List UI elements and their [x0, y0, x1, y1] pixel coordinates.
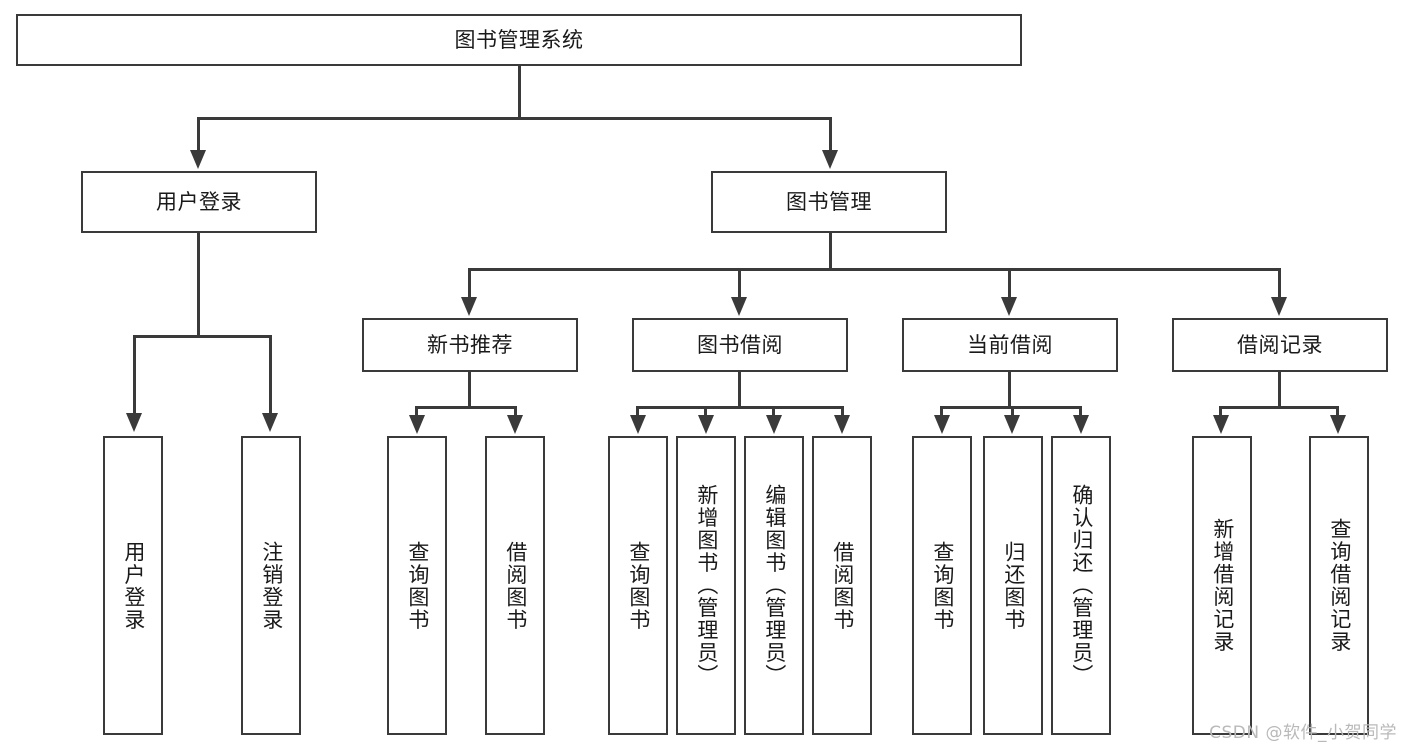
node-current-borrowing[interactable]: 当前借阅: [902, 318, 1118, 372]
node-leaf-borrow-book-rec[interactable]: 借阅图书: [485, 436, 545, 735]
arrow-down-icon: [190, 150, 206, 169]
edge-to-user-login-leaf: [133, 335, 136, 416]
edge-borrowing-records-bus: [1219, 406, 1339, 409]
edge-book-mgmt-stem: [829, 233, 832, 268]
edge-to-query-book-1: [415, 406, 418, 418]
edge-new-book-rec-bus: [415, 406, 517, 409]
edge-current-borrowing-stem: [1008, 372, 1011, 406]
arrow-down-icon: [126, 413, 142, 432]
arrow-down-icon: [822, 150, 838, 169]
node-leaf-query-borrow-record[interactable]: 查询借阅记录: [1309, 436, 1369, 735]
edge-book-mgmt-bus: [468, 268, 1280, 271]
node-label: 新书推荐: [427, 332, 513, 357]
node-book-management[interactable]: 图书管理: [711, 171, 947, 233]
edge-to-book-borrow: [738, 268, 741, 300]
edge-to-edit-book: [772, 406, 775, 418]
node-label: 借阅记录: [1237, 332, 1323, 357]
node-label: 确认归还（管理员）: [1069, 484, 1094, 687]
edge-to-query-record: [1336, 406, 1339, 418]
edge-borrowing-records-stem: [1278, 372, 1281, 406]
node-label: 借阅图书: [503, 540, 528, 631]
edge-new-book-rec-stem: [468, 372, 471, 406]
node-leaf-borrow-book[interactable]: 借阅图书: [812, 436, 872, 735]
node-leaf-return-book[interactable]: 归还图书: [983, 436, 1043, 735]
edge-to-borrow-book-2: [841, 406, 844, 418]
edge-to-current-borrow: [1008, 268, 1011, 300]
edge-root-to-book-mgmt: [829, 117, 832, 153]
node-leaf-query-book-current[interactable]: 查询图书: [912, 436, 972, 735]
node-label: 图书管理系统: [454, 27, 584, 52]
node-new-book-recommendation[interactable]: 新书推荐: [362, 318, 578, 372]
edge-to-logout-leaf: [269, 335, 272, 416]
edge-to-query-book-3: [940, 406, 943, 418]
node-leaf-query-book-borrow[interactable]: 查询图书: [608, 436, 668, 735]
node-label: 新增借阅记录: [1210, 518, 1235, 653]
arrow-down-icon: [507, 415, 523, 434]
node-label: 查询借阅记录: [1327, 518, 1352, 653]
arrow-down-icon: [698, 415, 714, 434]
node-leaf-user-login[interactable]: 用户登录: [103, 436, 163, 735]
node-leaf-logout[interactable]: 注销登录: [241, 436, 301, 735]
node-label: 查询图书: [930, 540, 955, 631]
node-label: 图书管理: [786, 189, 872, 214]
edge-to-add-book: [704, 406, 707, 418]
edge-root-to-user-login: [197, 117, 200, 153]
edge-to-add-record: [1219, 406, 1222, 418]
csdn-watermark: CSDN @软件_小贺同学: [1209, 723, 1397, 743]
arrow-down-icon: [1271, 297, 1287, 316]
edge-to-confirm-return: [1079, 406, 1082, 418]
edge-root-bus: [197, 117, 832, 120]
arrow-down-icon: [834, 415, 850, 434]
arrow-down-icon: [766, 415, 782, 434]
node-label: 图书借阅: [697, 332, 783, 357]
arrow-down-icon: [1213, 415, 1229, 434]
edge-to-borrow-book-1: [514, 406, 517, 418]
node-label: 用户登录: [121, 540, 146, 631]
node-label: 借阅图书: [830, 540, 855, 631]
arrow-down-icon: [1001, 297, 1017, 316]
node-root-library-system[interactable]: 图书管理系统: [16, 14, 1022, 66]
edge-to-return-book: [1011, 406, 1014, 418]
node-label: 编辑图书（管理员）: [762, 484, 787, 687]
node-leaf-query-book-rec[interactable]: 查询图书: [387, 436, 447, 735]
node-label: 新增图书（管理员）: [694, 484, 719, 687]
node-leaf-add-borrow-record[interactable]: 新增借阅记录: [1192, 436, 1252, 735]
edge-user-login-bus: [133, 335, 272, 338]
arrow-down-icon: [262, 413, 278, 432]
arrow-down-icon: [1004, 415, 1020, 434]
node-label: 查询图书: [405, 540, 430, 631]
node-label: 注销登录: [259, 540, 284, 631]
arrow-down-icon: [409, 415, 425, 434]
node-label: 当前借阅: [967, 332, 1053, 357]
arrow-down-icon: [630, 415, 646, 434]
edge-root-stem: [518, 66, 521, 117]
node-leaf-confirm-return-admin[interactable]: 确认归还（管理员）: [1051, 436, 1111, 735]
node-borrowing-records[interactable]: 借阅记录: [1172, 318, 1388, 372]
edge-to-new-book-rec: [468, 268, 471, 300]
arrow-down-icon: [731, 297, 747, 316]
arrow-down-icon: [934, 415, 950, 434]
edge-book-borrowing-stem: [738, 372, 741, 406]
node-user-login[interactable]: 用户登录: [81, 171, 317, 233]
node-leaf-add-book-admin[interactable]: 新增图书（管理员）: [676, 436, 736, 735]
node-label: 查询图书: [626, 540, 651, 631]
node-label: 用户登录: [156, 189, 242, 214]
arrow-down-icon: [1330, 415, 1346, 434]
arrow-down-icon: [1073, 415, 1089, 434]
node-book-borrowing[interactable]: 图书借阅: [632, 318, 848, 372]
node-label: 归还图书: [1001, 540, 1026, 631]
edge-book-borrowing-bus: [636, 406, 844, 409]
edge-current-borrowing-bus: [940, 406, 1080, 409]
arrow-down-icon: [461, 297, 477, 316]
edge-to-query-book-2: [636, 406, 639, 418]
node-leaf-edit-book-admin[interactable]: 编辑图书（管理员）: [744, 436, 804, 735]
edge-user-login-stem: [197, 233, 200, 335]
edge-to-borrow-records: [1278, 268, 1281, 300]
